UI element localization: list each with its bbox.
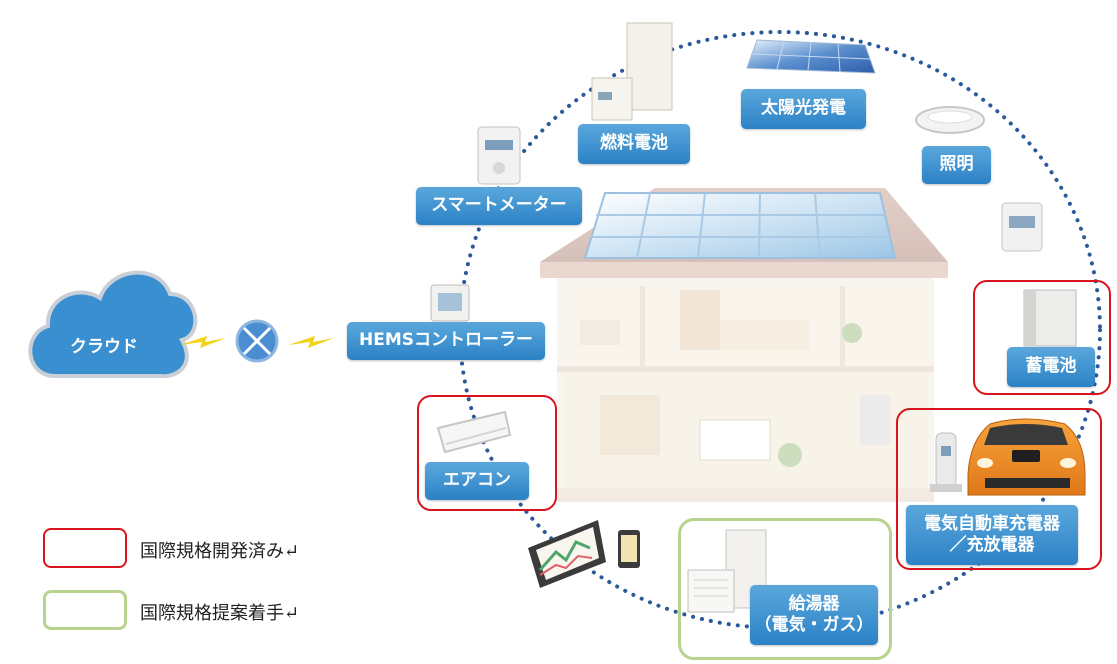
proposed-frame-water-heater (678, 518, 892, 660)
ev-charger-device (930, 432, 962, 492)
gateway-icon (235, 319, 279, 363)
ev-charger-label[interactable]: 電気自動車充電器 ／充放電器 (906, 505, 1078, 565)
water-heater-device (687, 529, 767, 613)
air-conditioner-device (436, 410, 512, 454)
standardized-frame-battery (973, 280, 1111, 395)
lightning-icon (288, 336, 334, 348)
energy-monitor-device (528, 520, 606, 588)
storage-battery-label[interactable]: 蓄電池 (1007, 347, 1095, 387)
ev-charger-label-line1: 電気自動車充電器 (924, 513, 1060, 534)
lightning-icon (180, 336, 226, 348)
legend-proposed-swatch (43, 590, 127, 630)
fuel-cell-label[interactable]: 燃料電池 (578, 124, 690, 164)
solar-panel-device (746, 39, 876, 74)
cloud-shape (28, 270, 198, 379)
legend-standardized-swatch (43, 528, 127, 568)
ceiling-light-device (915, 106, 985, 134)
water-heater-label-line2: （電気・ガス） (754, 615, 874, 635)
solar-label[interactable]: 太陽光発電 (741, 89, 866, 129)
electric-car-device (967, 418, 1086, 496)
hems-controller-label[interactable]: HEMSコントローラー (347, 322, 545, 360)
house-illustration (540, 188, 948, 502)
network-ring (458, 30, 1102, 630)
lighting-label[interactable]: 照明 (922, 146, 991, 184)
storage-battery-device (1023, 289, 1077, 347)
standardized-frame-aircon (417, 395, 557, 511)
smart-meter-device (477, 126, 521, 185)
smart-meter-label[interactable]: スマートメーター (416, 187, 582, 225)
water-heater-label[interactable]: 給湯器 （電気・ガス） (750, 585, 878, 645)
fuel-cell-device (591, 22, 673, 121)
hems-controller-device (430, 284, 470, 322)
smartphone-device (618, 530, 640, 568)
roof-solar-panel (583, 192, 897, 259)
cloud-label: クラウド (70, 337, 138, 357)
legend-standardized-text: 国際規格開発済み↵ (140, 541, 300, 562)
ev-charger-label-line2: ／充放電器 (949, 535, 1035, 555)
water-heater-label-line1: 給湯器 (788, 593, 840, 614)
legend-proposed-text: 国際規格提案着手↵ (140, 603, 300, 624)
air-conditioner-label[interactable]: エアコン (425, 462, 529, 500)
standardized-frame-ev-charger (896, 408, 1102, 570)
power-conditioner-device (1001, 202, 1043, 252)
